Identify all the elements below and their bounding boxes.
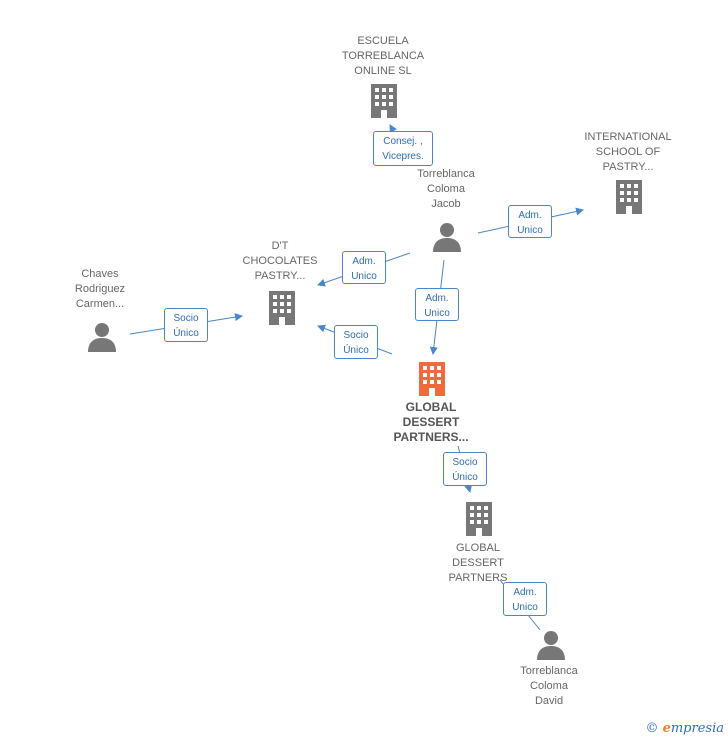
node-global2-label: GLOBAL DESSERT PARTNERS [448, 542, 508, 584]
edge-badge-adm-david[interactable]: Adm. Unico [503, 582, 547, 616]
node-escuela-label: ESCUELA TORREBLANCA ONLINE SL [341, 35, 425, 77]
node-chaves-label: Chaves Rodriguez Carmen... [74, 268, 126, 310]
node-jacob[interactable]: Torreblanca Coloma Jacob [386, 167, 506, 257]
building-icon [466, 502, 492, 536]
node-international-label: INTERNATIONAL SCHOOL OF PASTRY... [584, 131, 672, 173]
brand-logo-e: e [662, 721, 671, 736]
node-escuela[interactable]: ESCUELA TORREBLANCA ONLINE SL [323, 34, 443, 124]
edge-badge-consej[interactable]: Consej. , Vicepres. [373, 131, 433, 166]
node-international[interactable]: INTERNATIONAL SCHOOL OF PASTRY... [568, 130, 688, 220]
node-david[interactable]: Torreblanca Coloma David [489, 630, 609, 710]
brand-logo-text: mpresia [670, 721, 724, 736]
building-icon [616, 180, 642, 214]
building-icon [419, 362, 445, 396]
node-dt-label: D'T CHOCOLATES PASTRY... [242, 240, 318, 282]
person-icon [433, 223, 461, 252]
brand-footer[interactable]: © empresia [645, 721, 724, 736]
edge-badge-adm-dt[interactable]: Adm. Unico [342, 251, 386, 284]
person-icon [88, 323, 116, 352]
edge-badge-socio-chaves[interactable]: Socio Único [164, 308, 208, 342]
node-global-focus[interactable]: GLOBAL DESSERT PARTNERS... [371, 362, 491, 447]
node-global-focus-label: GLOBAL DESSERT PARTNERS... [393, 400, 469, 444]
edge-badge-adm-international[interactable]: Adm. Unico [508, 205, 552, 238]
building-icon [269, 291, 295, 325]
node-global2[interactable]: GLOBAL DESSERT PARTNERS [418, 502, 538, 587]
edge-badge-socio-dt[interactable]: Socio Único [334, 325, 378, 359]
edge-badge-adm-global[interactable]: Adm. Unico [415, 288, 459, 321]
node-david-label: Torreblanca Coloma David [520, 665, 578, 707]
copyright-icon: © [645, 721, 659, 736]
node-chaves[interactable]: Chaves Rodriguez Carmen... [40, 267, 160, 357]
person-icon [537, 631, 565, 660]
node-jacob-label: Torreblanca Coloma Jacob [417, 168, 475, 210]
building-icon [371, 84, 397, 118]
node-dt[interactable]: D'T CHOCOLATES PASTRY... [220, 239, 340, 329]
edge-badge-socio-global2[interactable]: Socio Único [443, 452, 487, 486]
